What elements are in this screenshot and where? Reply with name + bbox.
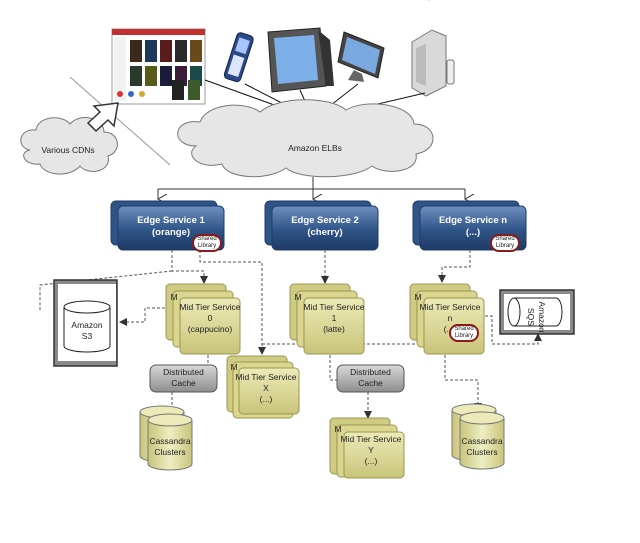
cdn-arrow [86, 102, 119, 133]
amazon-s3-box [53, 279, 118, 367]
web-browser-screenshot [111, 28, 206, 105]
mid-tier-0-label: Mid Tier Service 0 (cappucino) [179, 302, 241, 334]
edge-service-1-label: Edge Service 1 (orange) [137, 215, 205, 238]
crt-tv-icon [267, 27, 334, 93]
elb-cloud [177, 99, 434, 178]
mid-n-shared-library-badge: Shared Library [449, 324, 479, 342]
mid-tier-n-stack-letter: M [414, 292, 422, 302]
mid-tier-x-stack-letter: M [230, 362, 238, 372]
mobile-phone-icon [223, 32, 254, 83]
elb-label: Amazon ELBs [288, 143, 342, 153]
mid-tier-0-stack [165, 283, 241, 355]
cassandra-cluster-2-shape [451, 403, 505, 470]
amazon-sqs-box [499, 289, 575, 335]
distributed-cache-2-label: Distributed Cache [350, 367, 391, 388]
mid-tier-y-stack [329, 417, 405, 479]
game-console-icon [411, 0, 455, 97]
mid-tier-y-label: Mid Tier Service Y (...) [340, 434, 402, 466]
amazon-s3-label: Amazon S3 [71, 320, 103, 341]
cdn-cloud [20, 117, 118, 175]
edge-1-shared-library-badge: Shared Library [192, 234, 222, 252]
cdn-divider-line [69, 76, 171, 166]
distributed-cache-2-shape [336, 364, 405, 393]
cdn-label: Various CDNs [41, 145, 95, 155]
mid-tier-x-label: Mid Tier Service X (...) [235, 372, 297, 404]
distributed-cache-1-label: Distributed Cache [163, 367, 204, 388]
edge-n-shared-library-badge: Shared Library [490, 234, 520, 252]
mid-tier-x-stack [226, 355, 300, 419]
mid-tier-y-stack-letter: M [334, 424, 342, 434]
cassandra-cluster-1-label: Cassandra Clusters [149, 436, 191, 457]
flat-monitor-icon [337, 31, 385, 82]
cassandra-cluster-1-shape [139, 405, 193, 471]
distributed-cache-1-shape [149, 364, 218, 393]
edge-service-n-label: Edge Service n (...) [438, 215, 508, 238]
mid-tier-0-stack-letter: M [170, 292, 178, 302]
amazon-sqs-label: Amazon SQS [526, 301, 547, 333]
edge-service-2-label: Edge Service 2 (cherry) [291, 215, 359, 238]
mid-tier-1-label: Mid Tier Service 1 (latte) [303, 302, 365, 334]
edge-service-2-stack [264, 200, 379, 251]
cassandra-cluster-2-label: Cassandra Clusters [461, 436, 503, 457]
mid-tier-1-stack-letter: M [294, 292, 302, 302]
elb-distribution-lines [158, 177, 465, 199]
mid-tier-1-stack [289, 283, 365, 355]
